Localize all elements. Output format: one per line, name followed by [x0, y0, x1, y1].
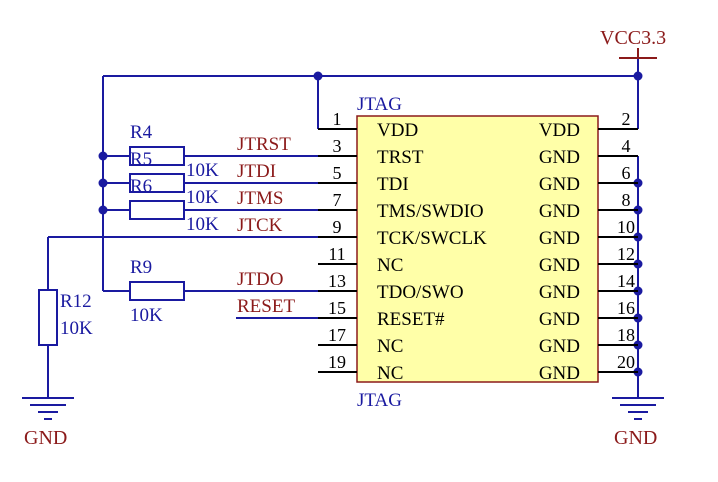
- pin-name-right: GND: [539, 363, 580, 384]
- pin-name-right: GND: [539, 255, 580, 276]
- junction-dot: [98, 178, 108, 188]
- pin-name-right: GND: [539, 336, 580, 357]
- pin-name-right: VDD: [539, 120, 580, 141]
- pin-name-left: RESET#: [377, 309, 445, 330]
- pin-number-right: 6: [622, 163, 631, 183]
- pin-number-left: 7: [333, 190, 342, 210]
- pin-name-left: NC: [377, 336, 403, 357]
- pin-number-left: 13: [328, 271, 346, 291]
- pin-number-left: 5: [333, 163, 342, 183]
- pin-number-right: 12: [617, 244, 635, 264]
- vcc-symbol: VCC3.3: [600, 27, 666, 59]
- pin-name-left: TCK/SWCLK: [377, 228, 487, 249]
- pin-number-left: 9: [333, 217, 342, 237]
- connector-body: [356, 115, 599, 383]
- gnd-label-right: GND: [614, 427, 657, 449]
- connector-right-pins: 2VDD4GND6GND8GND10GND12GND14GND16GND18GN…: [539, 109, 638, 384]
- pin-name-left: NC: [377, 255, 403, 276]
- net-label-jtck: JTCK: [237, 215, 283, 236]
- junctions: [98, 71, 643, 377]
- r12-value-label: 10K: [60, 318, 93, 339]
- pin-number-right: 18: [617, 325, 635, 345]
- pin-name-right: GND: [539, 282, 580, 303]
- net-label-jtdo: JTDO: [237, 269, 283, 290]
- junction-dot: [98, 205, 108, 215]
- pin-number-right: 14: [617, 271, 635, 291]
- vcc-label: VCC3.3: [600, 27, 666, 49]
- pin-name-right: GND: [539, 147, 580, 168]
- resistor-body-icon: [129, 173, 185, 193]
- resistor-body-icon: [129, 281, 185, 301]
- connector-designator-top: JTAG: [357, 94, 402, 115]
- connector-designator-bottom: JTAG: [357, 390, 402, 411]
- net-label-reset: RESET: [237, 296, 295, 317]
- pin-name-right: GND: [539, 174, 580, 195]
- r5-ref-label: R5: [130, 149, 152, 170]
- resistor-body-icon: [38, 289, 58, 346]
- junction-dot: [633, 71, 643, 81]
- resistor-body-icon: [129, 200, 185, 220]
- pin-name-right: GND: [539, 309, 580, 330]
- resistor-r9: [129, 281, 185, 301]
- net-label-jtdi: JTDI: [237, 161, 276, 182]
- gnd-label-left: GND: [24, 427, 67, 449]
- pin-name-left: VDD: [377, 120, 418, 141]
- resistor-r6: [129, 173, 185, 193]
- pin-name-left: TMS/SWDIO: [377, 201, 484, 222]
- pin-name-right: GND: [539, 228, 580, 249]
- pin-number-right: 10: [617, 217, 635, 237]
- pin-number-left: 19: [328, 352, 346, 372]
- pin-number-left: 1: [333, 109, 342, 129]
- resistor-r12: [38, 289, 58, 346]
- r4-ref-label: R4: [130, 122, 153, 143]
- junction-dot: [98, 151, 108, 161]
- net-label-jtrst: JTRST: [237, 134, 291, 155]
- pin-number-right: 4: [622, 136, 631, 156]
- resistor-tms: [129, 200, 185, 220]
- pin-name-left: TDI: [377, 174, 409, 195]
- pin-number-left: 3: [333, 136, 342, 156]
- r9-value-label: 10K: [130, 305, 163, 326]
- r9-ref-label: R9: [130, 257, 152, 278]
- gnd-symbol-right: [612, 397, 664, 420]
- pin-name-left: NC: [377, 363, 403, 384]
- r6-ref-label: R6: [130, 176, 152, 197]
- pin-number-right: 2: [622, 109, 631, 129]
- junction-dot: [313, 71, 323, 81]
- pin-name-right: GND: [539, 201, 580, 222]
- r4-value-label: 10K: [186, 160, 219, 181]
- pin-name-left: TDO/SWO: [377, 282, 464, 303]
- pin-number-left: 15: [328, 298, 346, 318]
- pin-number-right: 16: [617, 298, 635, 318]
- pin-number-right: 20: [617, 352, 635, 372]
- resistor-body-icon: [129, 146, 185, 166]
- net-label-jtms: JTMS: [237, 188, 283, 209]
- pin-number-left: 11: [328, 244, 345, 264]
- r12-ref-label: R12: [60, 291, 92, 312]
- r5-value-label: 10K: [186, 187, 219, 208]
- resistor-r5: [129, 146, 185, 166]
- pin-name-left: TRST: [377, 147, 424, 168]
- pin-number-left: 17: [328, 325, 346, 345]
- pin-number-right: 8: [622, 190, 631, 210]
- gnd-symbol-left: [22, 397, 74, 420]
- r6-value-label: 10K: [186, 214, 219, 235]
